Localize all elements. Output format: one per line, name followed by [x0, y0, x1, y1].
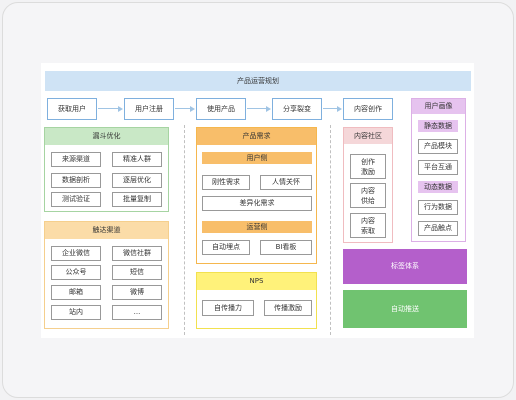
flow-arrow-line-4	[323, 108, 337, 109]
funnel-item: 精准人群	[112, 152, 162, 167]
ops-side-title: 运营侧	[202, 221, 312, 233]
dynamic-data-title: 动态数据	[418, 181, 458, 193]
funnel-item: 批量复制	[112, 192, 162, 207]
needs-item: 人情关怀	[260, 175, 312, 190]
nps-title: NPS	[197, 273, 316, 290]
nps-item: 自传播力	[202, 300, 254, 316]
flow-arrow-2	[190, 106, 195, 112]
channel-item: 微信社群	[112, 246, 162, 261]
funnel-item: 来源渠道	[51, 152, 101, 167]
auto-push-block: 自动推送	[343, 290, 467, 328]
needs-item: BI看板	[260, 240, 312, 255]
flow-arrow-line-3	[247, 108, 266, 109]
column-divider-2	[330, 125, 331, 335]
flow-arrow-line-1	[98, 108, 118, 109]
funnel-item: 数据剖析	[51, 173, 101, 188]
flow-arrow-3	[266, 106, 271, 112]
profile-item: 行为数据	[418, 200, 458, 215]
tag-system-block: 标签体系	[343, 249, 467, 284]
needs-item: 刚性需求	[202, 175, 250, 190]
funnel-title: 漏斗优化	[45, 128, 168, 145]
flow-step-1: 获取用户	[47, 98, 97, 120]
community-title: 内容社区	[344, 128, 392, 144]
profile-item: 产品模块	[418, 139, 458, 154]
diagram-canvas: 产品运营规划 获取用户 用户注册 使用产品 分享裂变 内容创作 漏斗优化 来源渠…	[41, 63, 474, 338]
diagram-title: 产品运营规划	[45, 71, 471, 91]
needs-item: 自动埋点	[202, 240, 250, 255]
channel-item: 公众号	[51, 265, 101, 280]
flow-step-2: 用户注册	[124, 98, 174, 120]
nps-item: 传播激励	[264, 300, 312, 316]
channel-item: 短信	[112, 265, 162, 280]
user-side-title: 用户侧	[202, 152, 312, 164]
community-item: 内容 供给	[350, 183, 386, 208]
channel-item: 微博	[112, 285, 162, 300]
static-data-title: 静态数据	[418, 120, 458, 132]
funnel-item: 逐层优化	[112, 173, 162, 188]
flow-step-3: 使用产品	[196, 98, 246, 120]
flow-step-5: 内容创作	[343, 98, 393, 120]
community-item: 创作 激励	[350, 154, 386, 179]
flow-step-4: 分享裂变	[272, 98, 322, 120]
profile-item: 平台互通	[418, 160, 458, 175]
channel-item: 企业微信	[51, 246, 101, 261]
needs-title: 产品需求	[197, 128, 316, 145]
needs-wide-item: 差异化需求	[202, 196, 312, 211]
channel-item: 站内	[51, 305, 101, 320]
funnel-item: 测试验证	[51, 192, 101, 207]
flow-arrow-line-2	[175, 108, 190, 109]
channel-item: ...	[112, 305, 162, 320]
column-divider-1	[184, 125, 185, 335]
flow-arrow-1	[118, 106, 123, 112]
profile-item: 产品触点	[418, 221, 458, 236]
flow-arrow-4	[337, 106, 342, 112]
channel-item: 邮箱	[51, 285, 101, 300]
channels-title: 触达渠道	[45, 222, 168, 239]
community-item: 内容 索取	[350, 213, 386, 238]
profile-title: 用户画像	[412, 99, 465, 114]
